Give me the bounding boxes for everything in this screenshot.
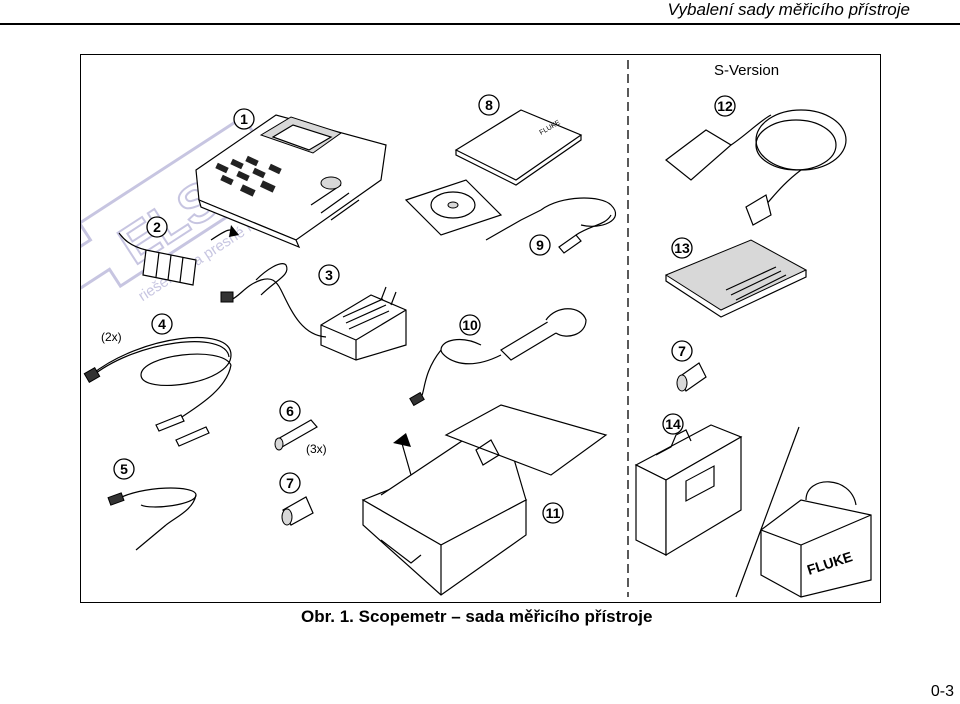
callout-4 — [151, 313, 173, 335]
callout-7b — [671, 340, 693, 362]
callout-7a — [279, 472, 301, 494]
qty-leads: (2x) — [101, 330, 122, 344]
software-package — [664, 239, 808, 318]
callout-9 — [529, 234, 551, 256]
callout-6-label: 6 — [286, 403, 294, 419]
test-leads — [83, 337, 232, 447]
bnc-adapter-s — [676, 362, 707, 392]
callout-2-label: 2 — [153, 219, 161, 235]
callout-12-label: 12 — [717, 98, 733, 114]
callout-9-label: 9 — [536, 237, 544, 253]
callout-5 — [113, 458, 135, 480]
callout-13 — [671, 237, 693, 259]
kit-illustration: .ln{fill:none;stroke:#000;stroke-width:1… — [33, 60, 872, 598]
probe-set — [485, 197, 617, 254]
kit-figure: .ln{fill:none;stroke:#000;stroke-width:1… — [33, 54, 881, 603]
soft-carrying-case: FLUKE — [760, 481, 872, 598]
callout-11-label: 11 — [546, 505, 561, 521]
callout-14-label: 14 — [665, 416, 681, 432]
qty-caps: (3x) — [306, 442, 327, 456]
manual-and-cd: FLUKE — [404, 109, 583, 236]
usb-cable — [665, 109, 847, 226]
callout-7b-label: 7 — [678, 343, 686, 359]
callout-8 — [478, 94, 500, 116]
probe-lead — [107, 487, 197, 551]
case-divider — [735, 426, 800, 598]
callout-13-label: 13 — [674, 240, 690, 256]
callout-2 — [146, 216, 168, 238]
power-adapter — [220, 263, 407, 361]
s-version-label: S-Version — [714, 62, 779, 79]
callout-14 — [662, 413, 684, 435]
battery-pack — [118, 225, 239, 286]
callout-10-label: 10 — [462, 317, 478, 333]
bnc-adapter — [281, 496, 314, 526]
callout-1-label: 1 — [240, 111, 248, 127]
callout-4-label: 4 — [158, 316, 166, 332]
scopemeter-device — [195, 114, 387, 249]
callout-11 — [542, 502, 564, 524]
callout-7a-label: 7 — [286, 475, 294, 491]
callout-3 — [318, 264, 340, 286]
page-header-title: Vybalení sady měřicího přístroje — [667, 0, 910, 19]
figure-caption: Obr. 1. Scopemetr – sada měřicího přístr… — [301, 607, 653, 626]
shielding-caps — [274, 419, 318, 451]
current-clamp — [409, 308, 587, 407]
callout-10 — [459, 314, 481, 336]
callout-8-label: 8 — [485, 97, 493, 113]
hard-case — [634, 424, 743, 557]
callout-5-label: 5 — [120, 461, 128, 477]
callout-6 — [279, 400, 301, 422]
page-number: 0-3 — [930, 683, 954, 700]
callout-1 — [233, 108, 255, 130]
callout-12 — [714, 95, 736, 117]
callout-3-label: 3 — [325, 267, 333, 283]
header-rule — [0, 23, 960, 25]
shipping-box — [361, 404, 608, 596]
